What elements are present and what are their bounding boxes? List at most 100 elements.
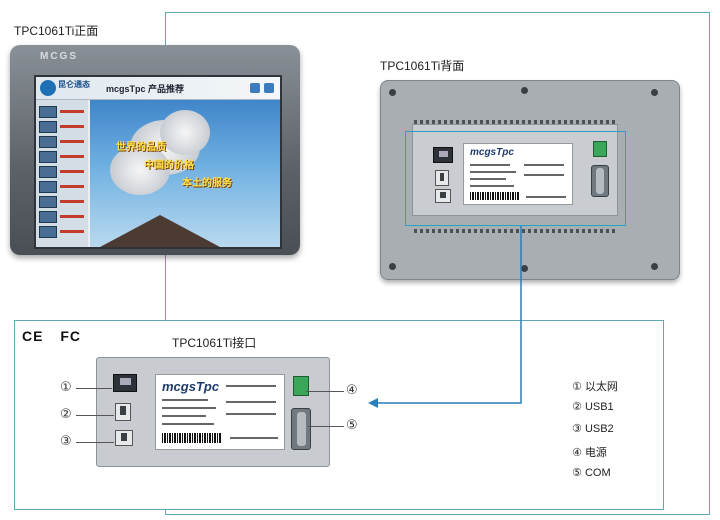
usb-port-icon bbox=[115, 403, 131, 421]
vent-slot bbox=[504, 229, 507, 233]
fc-mark: FC bbox=[60, 328, 82, 344]
vent-slot bbox=[552, 120, 555, 124]
vent-slot bbox=[486, 229, 489, 233]
legend-item-com: ⑤ COM bbox=[572, 466, 611, 479]
vent-slot bbox=[426, 229, 429, 233]
vent-slot bbox=[576, 120, 579, 124]
vent-slot bbox=[456, 229, 459, 233]
vent-slot bbox=[612, 229, 615, 233]
vent-slot bbox=[558, 229, 561, 233]
sidebar-thumb bbox=[39, 106, 85, 118]
screen-banner: 世界的品质 中国的价格 本土的服务 bbox=[90, 100, 280, 247]
callout-3: ③ bbox=[60, 433, 72, 448]
vent-slot bbox=[492, 120, 495, 124]
interface-view-title: TPC1061Ti接口 bbox=[172, 336, 257, 350]
vent-slot bbox=[528, 229, 531, 233]
vent-slot bbox=[522, 229, 525, 233]
legend-item-ethernet: ① 以太网 bbox=[572, 378, 618, 394]
back-view-title: TPC1061Ti背面 bbox=[380, 59, 465, 73]
screw-icon bbox=[389, 89, 396, 96]
certification-marks: CE FC bbox=[22, 328, 81, 344]
vent-slot bbox=[570, 229, 573, 233]
vent-slot bbox=[498, 120, 501, 124]
vent-slot bbox=[576, 229, 579, 233]
vent-slot bbox=[450, 229, 453, 233]
ethernet-port-icon bbox=[113, 374, 137, 392]
company-logo-text: 昆仑通态 bbox=[58, 80, 90, 89]
vent-slot bbox=[546, 229, 549, 233]
interface-module: mcgsTpc bbox=[96, 357, 330, 467]
legend-item-usb1: ② USB1 bbox=[572, 400, 614, 413]
callout-5: ⑤ bbox=[346, 417, 358, 432]
screw-icon bbox=[651, 263, 658, 270]
vent-slot bbox=[444, 229, 447, 233]
vent-slot bbox=[480, 120, 483, 124]
vent-slot bbox=[582, 229, 585, 233]
leader-line bbox=[306, 391, 344, 392]
legend-marker: ② bbox=[572, 401, 582, 413]
power-terminal-icon bbox=[293, 376, 309, 396]
vent-slot bbox=[432, 229, 435, 233]
leader-line bbox=[76, 388, 112, 389]
back-highlight-frame bbox=[405, 131, 626, 226]
screw-icon bbox=[521, 265, 528, 272]
callout-2: ② bbox=[60, 406, 72, 421]
vent-slot bbox=[516, 120, 519, 124]
vent-slot bbox=[582, 120, 585, 124]
com-port-icon bbox=[591, 165, 609, 197]
slogan-line: 世界的品质 bbox=[116, 142, 166, 153]
cloud-shape bbox=[160, 110, 210, 155]
vent-slot bbox=[522, 120, 525, 124]
vent-slot bbox=[540, 120, 543, 124]
vent-slot bbox=[504, 120, 507, 124]
vent-slot bbox=[426, 120, 429, 124]
leader-line bbox=[308, 426, 344, 427]
vent-slot bbox=[510, 229, 513, 233]
sidebar-thumb bbox=[39, 226, 85, 238]
touch-screen: 昆仑通态 mcgsTpc 产品推荐 世界的品质 中国的价格 本土的服务 bbox=[34, 75, 282, 249]
ce-mark: CE bbox=[22, 328, 44, 344]
legend-text: USB1 bbox=[584, 401, 614, 413]
screen-title: mcgsTpc 产品推荐 bbox=[106, 84, 185, 94]
cloud-shape bbox=[110, 145, 170, 195]
vent-slot bbox=[594, 120, 597, 124]
screen-header: 昆仑通态 mcgsTpc 产品推荐 bbox=[36, 77, 280, 100]
screen-sidebar bbox=[36, 100, 88, 247]
vent-slot bbox=[450, 120, 453, 124]
vent-slot bbox=[468, 229, 471, 233]
connector-frame bbox=[165, 12, 710, 515]
vent-slot bbox=[552, 229, 555, 233]
vent-slot bbox=[594, 229, 597, 233]
vent-slot bbox=[414, 120, 417, 124]
ethernet-port-icon bbox=[433, 147, 453, 163]
usb-port-icon bbox=[115, 430, 133, 446]
vent-slot bbox=[564, 120, 567, 124]
vent-slot bbox=[534, 120, 537, 124]
sidebar-thumb bbox=[39, 211, 85, 223]
vent-slot bbox=[432, 120, 435, 124]
vent-slot bbox=[468, 120, 471, 124]
legend-text: USB2 bbox=[584, 423, 614, 435]
leader-line bbox=[76, 442, 114, 443]
vent-slot bbox=[558, 120, 561, 124]
device-label: mcgsTpc bbox=[463, 143, 573, 205]
sidebar-thumb bbox=[39, 166, 85, 178]
barcode bbox=[470, 192, 520, 200]
back-io-module: mcgsTpc bbox=[412, 124, 618, 216]
screw-icon bbox=[521, 87, 528, 94]
vent-slot bbox=[564, 229, 567, 233]
screw-icon bbox=[389, 263, 396, 270]
slogan-line: 中国的价格 bbox=[144, 160, 194, 171]
vent-slot bbox=[606, 120, 609, 124]
brand-logo: MCGS bbox=[40, 51, 78, 62]
slogan-line: 本土的服务 bbox=[182, 178, 232, 189]
vent-slot bbox=[528, 120, 531, 124]
barcode bbox=[162, 433, 222, 443]
vent-slot bbox=[420, 120, 423, 124]
vent-slot bbox=[420, 229, 423, 233]
sidebar-thumb bbox=[39, 121, 85, 133]
legend-marker: ① bbox=[572, 381, 582, 393]
legend-marker: ③ bbox=[572, 423, 582, 435]
vent-slot bbox=[534, 229, 537, 233]
vent-slot bbox=[588, 120, 591, 124]
